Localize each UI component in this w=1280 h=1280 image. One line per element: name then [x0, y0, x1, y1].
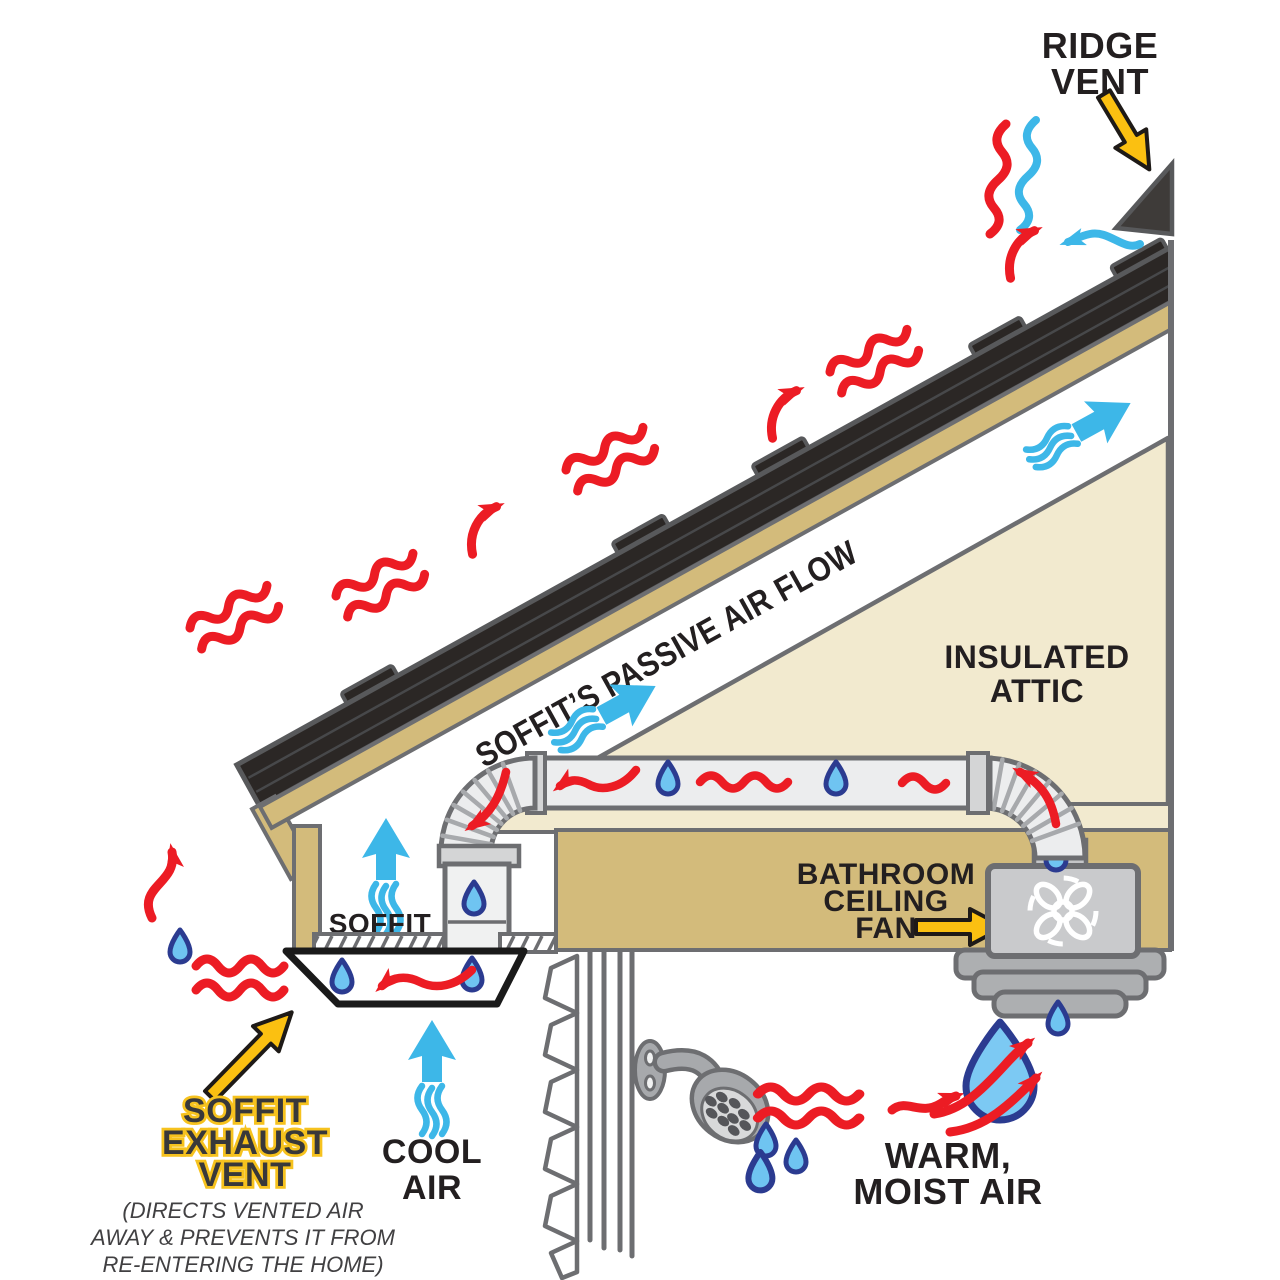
warm-air-arrow [552, 765, 641, 793]
cool-air-label-line2: AIR [402, 1169, 462, 1207]
soffit-vent-label-line1: SOFFIT [183, 1092, 307, 1130]
warm-moist-air-label-line1: WARM, [885, 1135, 1011, 1176]
soffit-vent-caption-line2: AWAY & PREVENTS IT FROM [89, 1225, 396, 1250]
soffit-vent-label-line2: EXHAUST [162, 1124, 328, 1162]
warm-air-wave-icon [758, 1087, 859, 1125]
fan-blades-icon [1027, 875, 1099, 947]
roof-assembly [233, 236, 1221, 882]
soffit-exhaust-vent [282, 947, 528, 1008]
shower-head-icon [633, 1039, 771, 1145]
warm-air-wave-icon [187, 579, 282, 655]
duct-corrugation [991, 757, 1082, 844]
warm-moist-air: WARM, MOIST AIR [758, 1002, 1068, 1212]
siding-board [542, 1010, 580, 1073]
siding-board [542, 1067, 580, 1130]
warm-air-wave-icon [563, 421, 658, 497]
warm-air-wave-icon [333, 547, 428, 623]
fan-housing [985, 863, 1141, 959]
soffit-vent-label-line3: VENT [199, 1156, 292, 1194]
insulated-attic-label-line2: ATTIC [990, 673, 1084, 709]
water-drop-icon [170, 930, 190, 962]
warm-air-wave-icon [897, 772, 951, 794]
duct-horizontal [527, 755, 993, 811]
warm-air-arrow [758, 390, 811, 438]
warm-air-arrow [1012, 767, 1061, 829]
exhaust-duct [436, 751, 1088, 959]
bathroom-fan-label-line1: BATHROOM [797, 858, 975, 891]
warm-air-arrow [458, 506, 511, 554]
ridge-vent-icon [1111, 158, 1175, 237]
siding-board [548, 1238, 580, 1280]
siding-board [542, 953, 580, 1016]
soffit-vent-callout: SOFFIT EXHAUST VENT (DIRECTS VENTED AIR … [89, 1010, 396, 1277]
bathroom-fan-label: BATHROOM CEILING FAN [797, 858, 1006, 947]
bathroom-ceiling-fan [985, 863, 1141, 959]
warm-air-wave-icon [196, 959, 284, 997]
insulated-attic-label-line1: INSULATED [944, 639, 1129, 675]
warm-air-wave-icon [695, 771, 793, 793]
warm-air-arrow [945, 1071, 1043, 1137]
callout-arrow-icon [1095, 88, 1152, 172]
callout-arrow-icon [202, 1010, 294, 1103]
shingle-course-line [247, 257, 1187, 779]
siding-board [542, 1181, 580, 1244]
warm-air-arrow [996, 230, 1049, 278]
warm-air-arrow [375, 965, 477, 993]
cool-air-arrow-icon [408, 1020, 456, 1136]
cool-air-arrow [1059, 228, 1144, 250]
duct-ring [966, 751, 990, 815]
exterior-wall [542, 949, 635, 1280]
cool-air-label-line1: COOL [382, 1133, 482, 1171]
ridge-vent-callout: RIDGE VENT [1042, 25, 1159, 172]
warm-air-wave-icon [827, 323, 922, 399]
warm-air-arrow [464, 767, 511, 831]
warm-air-arrow [143, 843, 184, 923]
ridge-vent-label-line1: RIDGE [1042, 25, 1159, 66]
gable-whitespace [1172, 0, 1280, 1280]
shingle-course-line [255, 271, 1195, 793]
soffit-vent-caption-line1: (DIRECTS VENTED AIR [122, 1198, 363, 1223]
warm-air-wave-icon [984, 119, 1012, 239]
warm-moist-air-label-line2: MOIST AIR [853, 1171, 1042, 1212]
bathroom-fan-label-line2: CEILING [823, 885, 948, 918]
bathroom-fan-label-line3: FAN [855, 912, 917, 945]
warm-air-arrow [929, 1037, 1036, 1119]
cool-air-wave-icon [1014, 116, 1042, 234]
water-drop-icon [786, 1140, 806, 1172]
eave-exhaust-air [143, 843, 284, 997]
siding-board [542, 1124, 580, 1187]
soffit-vent-caption-line3: RE-ENTERING THE HOME) [102, 1252, 383, 1277]
warm-air-arrow [887, 1091, 965, 1115]
